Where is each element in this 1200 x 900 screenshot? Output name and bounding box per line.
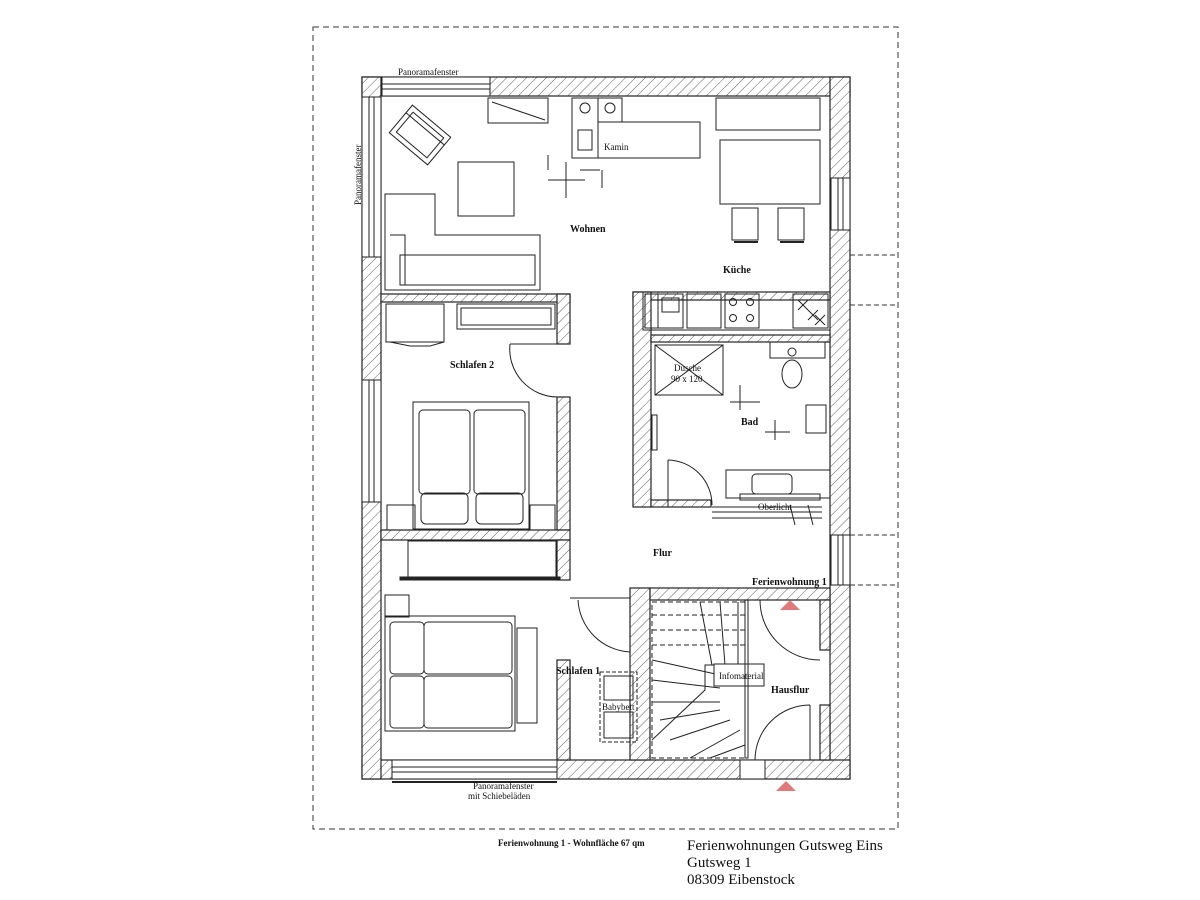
label-panorama-bottom-1: Panoramafenster	[473, 781, 533, 791]
label-hausflur: Hausflur	[771, 685, 810, 696]
entrance-markers	[776, 600, 800, 791]
label-panorama-top: Panoramafenster	[398, 67, 458, 77]
label-kamin: Kamin	[604, 142, 629, 152]
address-block: Ferienwohnungen Gutsweg Eins Gutsweg 1 0…	[687, 838, 883, 889]
label-kueche: Küche	[723, 265, 751, 276]
label-schlafen1: Schlafen 1	[556, 666, 600, 677]
doors	[509, 343, 821, 761]
label-wohnen: Wohnen	[570, 224, 606, 235]
window-glazing	[368, 83, 844, 783]
address-line-1: Ferienwohnungen Gutsweg Eins	[687, 838, 883, 854]
label-dusche-size: 90 x 120	[671, 374, 703, 384]
label-oberlicht: Oberlicht	[758, 502, 792, 512]
label-flur: Flur	[653, 548, 672, 559]
label-panorama-bottom-2: mit Schiebeläden	[468, 791, 531, 801]
area-caption: Ferienwohnung 1 - Wohnfläche 67 qm	[498, 838, 645, 848]
label-babybett: Babybett	[602, 702, 635, 712]
label-infomaterial: Infomaterial	[719, 671, 764, 681]
furniture	[384, 97, 831, 759]
address-line-2: Gutsweg 1	[687, 855, 752, 871]
window-openings	[361, 76, 851, 780]
exterior-shutters	[850, 254, 898, 586]
label-dusche: Dusche	[674, 363, 701, 373]
address-line-3: 08309 Eibenstock	[687, 872, 795, 888]
property-boundary	[312, 26, 899, 830]
label-ferienwohnung1: Ferienwohnung 1	[752, 577, 827, 588]
interior-walls	[380, 291, 831, 761]
label-schlafen2: Schlafen 2	[450, 360, 494, 371]
label-panorama-left: Panoramafenster	[353, 145, 363, 205]
label-bad: Bad	[741, 417, 759, 428]
